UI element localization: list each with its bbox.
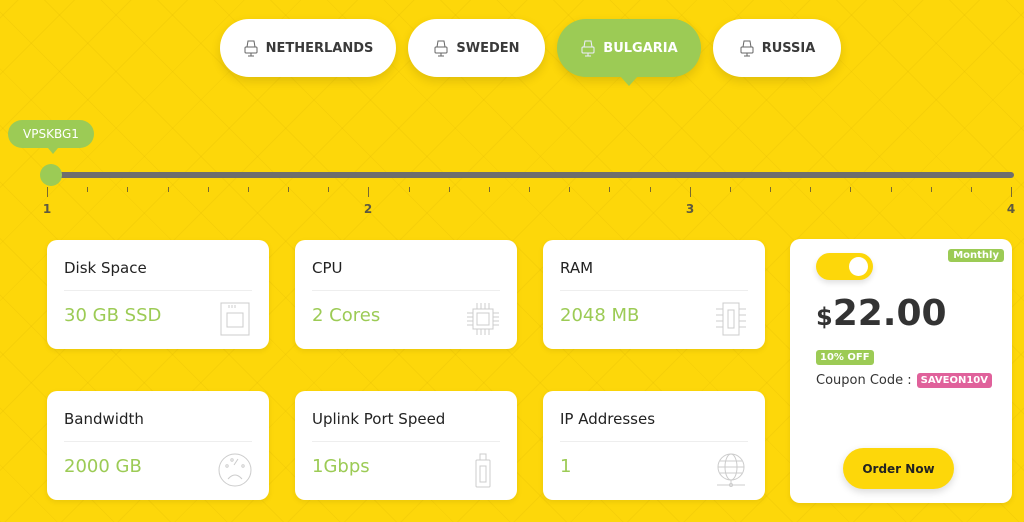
tick-label: 4 bbox=[1006, 202, 1016, 216]
tab-bulgaria[interactable]: BULGARIA bbox=[557, 19, 701, 86]
spec-value: 2000 GB bbox=[64, 456, 142, 477]
tick bbox=[810, 187, 812, 192]
tick bbox=[448, 187, 450, 192]
tab-label: RUSSIA bbox=[761, 40, 816, 56]
order-now-button[interactable]: Order Now bbox=[843, 448, 954, 489]
slider-track[interactable] bbox=[48, 172, 1014, 178]
globe-network-icon bbox=[717, 453, 745, 487]
tick bbox=[167, 187, 169, 192]
tab-label: SWEDEN bbox=[456, 40, 520, 56]
cpu-icon bbox=[467, 303, 499, 335]
tick bbox=[207, 187, 209, 192]
spec-value: 2 Cores bbox=[312, 305, 381, 326]
tick bbox=[47, 187, 48, 197]
tab-russia[interactable]: RUSSIA bbox=[713, 19, 841, 77]
spec-title: Disk Space bbox=[64, 259, 252, 291]
spec-value: 30 GB SSD bbox=[64, 305, 162, 326]
tick bbox=[569, 187, 571, 192]
tick bbox=[368, 187, 370, 197]
tab-sweden[interactable]: SWEDEN bbox=[408, 19, 545, 77]
tick bbox=[288, 187, 289, 192]
spec-value: 1Gbps bbox=[312, 456, 370, 477]
tick bbox=[87, 187, 89, 192]
tick bbox=[1011, 187, 1012, 197]
billing-period-badge: Monthly bbox=[948, 249, 1004, 262]
slider-handle[interactable] bbox=[40, 164, 62, 186]
server-icon bbox=[244, 40, 258, 57]
tick bbox=[609, 187, 611, 192]
price-value: 22.00 bbox=[832, 293, 947, 334]
tick bbox=[247, 187, 249, 192]
coupon-row: Coupon Code : SAVEON10V bbox=[816, 373, 992, 388]
tick bbox=[890, 187, 892, 192]
gauge-icon bbox=[218, 453, 252, 487]
tick bbox=[689, 187, 691, 197]
discount-badge: 10% OFF bbox=[816, 350, 874, 365]
spec-card-ip: IP Addresses 1 bbox=[543, 391, 765, 500]
spec-title: Uplink Port Speed bbox=[312, 410, 500, 442]
tick bbox=[770, 187, 771, 192]
ram-icon bbox=[716, 302, 746, 336]
spec-title: RAM bbox=[560, 259, 748, 291]
tick-label: 2 bbox=[363, 202, 373, 216]
server-icon bbox=[434, 40, 448, 57]
tick bbox=[970, 187, 972, 192]
tick bbox=[930, 187, 932, 192]
tick bbox=[488, 187, 490, 192]
spec-title: Bandwidth bbox=[64, 410, 252, 442]
tick bbox=[850, 187, 852, 192]
coupon-label: Coupon Code : bbox=[816, 373, 912, 388]
pricing-card: Monthly $22.00 10% OFF Coupon Code : SAV… bbox=[790, 239, 1012, 503]
usb-port-icon bbox=[475, 453, 491, 488]
server-icon bbox=[740, 40, 754, 57]
spec-card-bandwidth: Bandwidth 2000 GB bbox=[47, 391, 269, 500]
billing-toggle[interactable] bbox=[816, 253, 873, 280]
location-tabs: NETHERLANDS SWEDEN BULGARIA RUSSIA bbox=[220, 19, 841, 86]
spec-value: 1 bbox=[560, 456, 572, 477]
server-icon bbox=[581, 40, 595, 57]
spec-card-uplink: Uplink Port Speed 1Gbps bbox=[295, 391, 517, 500]
spec-card-ram: RAM 2048 MB bbox=[543, 240, 765, 349]
spec-title: IP Addresses bbox=[560, 410, 748, 442]
tick bbox=[408, 187, 410, 192]
spec-value: 2048 MB bbox=[560, 305, 640, 326]
price-amount: $22.00 bbox=[816, 293, 947, 334]
spec-title: CPU bbox=[312, 259, 500, 291]
tick bbox=[529, 187, 530, 192]
spec-card-cpu: CPU 2 Cores bbox=[295, 240, 517, 349]
plan-slider[interactable]: VPSKBG1 1 2 3 4 bbox=[0, 120, 1024, 220]
tick bbox=[729, 187, 731, 192]
sd-card-icon bbox=[220, 302, 250, 336]
tab-label: BULGARIA bbox=[603, 40, 678, 56]
tick bbox=[127, 187, 129, 192]
coupon-code: SAVEON10V bbox=[916, 373, 992, 388]
currency-symbol: $ bbox=[816, 303, 833, 331]
tick-label: 3 bbox=[685, 202, 695, 216]
tick bbox=[649, 187, 651, 192]
plan-label-bubble: VPSKBG1 bbox=[8, 120, 94, 154]
spec-card-disk: Disk Space 30 GB SSD bbox=[47, 240, 269, 349]
tab-netherlands[interactable]: NETHERLANDS bbox=[220, 19, 396, 77]
tick bbox=[328, 187, 330, 192]
tick-label: 1 bbox=[42, 202, 52, 216]
tab-label: NETHERLANDS bbox=[265, 40, 374, 56]
toggle-knob bbox=[849, 257, 868, 276]
